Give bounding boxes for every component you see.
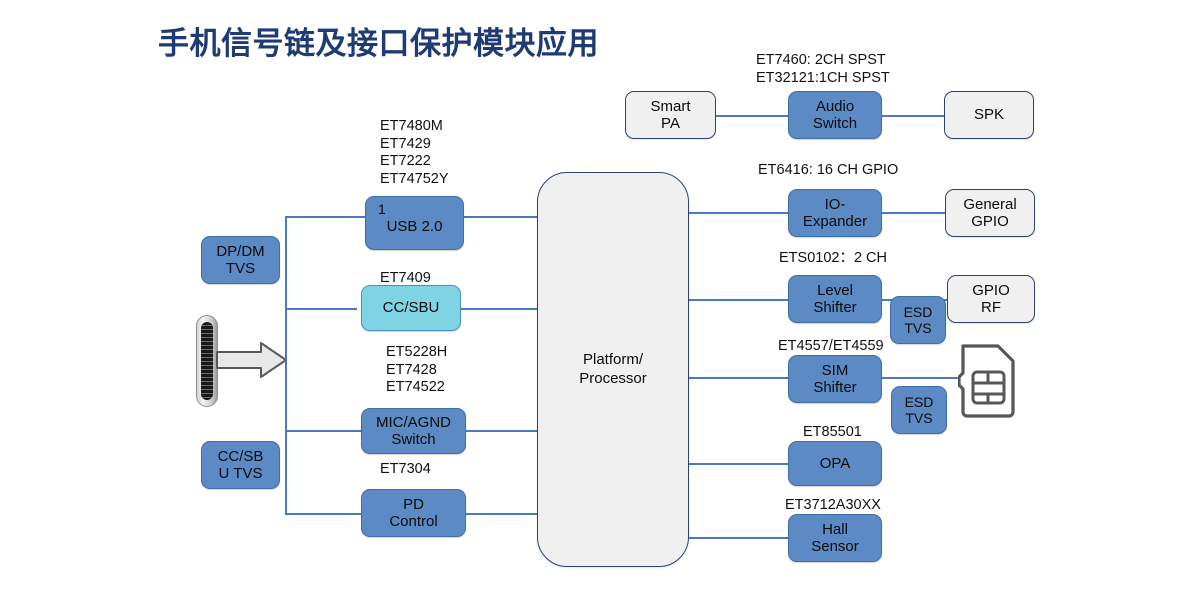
node-mic-agnd-switch-line2: Switch xyxy=(391,431,436,448)
node-opa[interactable]: OPA xyxy=(788,441,882,486)
node-esd-tvs-sim-line1: ESD xyxy=(904,393,934,410)
wire-to-cc-sbu xyxy=(285,308,357,310)
node-cc-sbu-tvs-line1: CC/SB xyxy=(217,447,264,465)
left-bus-vertical-wire xyxy=(285,216,287,514)
node-gpio-rf-line1: GPIO xyxy=(972,281,1010,299)
sim-card-icon xyxy=(958,344,1015,418)
usb-c-pins xyxy=(201,322,213,400)
node-usb20[interactable]: 1 USB 2.0 xyxy=(365,196,464,250)
node-cc-sbu-tvs-line2: U TVS xyxy=(218,465,263,482)
node-sim-shifter-line2: Shifter xyxy=(813,379,857,396)
wire-processor-to-level-shifter xyxy=(689,299,788,301)
node-cc-sbu-tvs[interactable]: CC/SB U TVS xyxy=(201,441,280,489)
caption-cc-sbu: ET7409 xyxy=(380,270,431,286)
node-general-gpio[interactable]: General GPIO xyxy=(945,189,1035,237)
node-level-shifter-line2: Shifter xyxy=(813,299,857,316)
processor-line1: Platform/ xyxy=(582,350,643,368)
node-esd-tvs-gpio-rf-line2: TVS xyxy=(904,320,932,336)
wire-to-pd-control xyxy=(285,513,361,515)
processor-line2: Processor xyxy=(579,369,647,387)
wire-processor-to-sim-shifter xyxy=(689,377,788,379)
caption-level-shifter: ETS0102：2 CH xyxy=(779,250,887,266)
node-audio-switch[interactable]: Audio Switch xyxy=(788,91,882,139)
node-smart-pa[interactable]: Smart PA xyxy=(625,91,716,139)
node-general-gpio-line1: General xyxy=(963,195,1017,213)
signal-direction-arrow-icon xyxy=(216,342,287,378)
wire-to-mic-agnd xyxy=(285,430,361,432)
node-dp-dm-tvs-line2: TVS xyxy=(225,260,256,277)
wire-processor-to-io-expander xyxy=(689,212,788,214)
node-mic-agnd-switch-line1: MIC/AGND xyxy=(376,413,451,431)
node-audio-switch-line2: Switch xyxy=(812,115,858,132)
wire-to-usb20 xyxy=(285,216,365,218)
wire-pd-control-to-processor xyxy=(466,513,537,515)
caption-audio-switch: ET7460: 2CH SPST ET32121:1CH SPST xyxy=(756,52,890,86)
caption-io-expander: ET6416: 16 CH GPIO xyxy=(758,162,899,178)
node-spk[interactable]: SPK xyxy=(944,91,1034,139)
wire-smart-pa-to-audio-switch xyxy=(716,115,788,117)
wire-mic-agnd-to-processor xyxy=(466,430,537,432)
wire-io-expander-to-general-gpio xyxy=(882,212,945,214)
node-dp-dm-tvs[interactable]: DP/DM TVS xyxy=(201,236,280,284)
node-smart-pa-line2: PA xyxy=(661,115,680,132)
node-pd-control-line1: PD xyxy=(403,495,424,513)
node-gpio-rf[interactable]: GPIO RF xyxy=(947,275,1035,323)
node-io-expander-line1: IO- xyxy=(824,195,846,213)
node-io-expander-line2: Expander xyxy=(802,213,868,230)
node-mic-agnd-switch[interactable]: MIC/AGND Switch xyxy=(361,408,466,454)
caption-opa: ET85501 xyxy=(803,424,862,440)
wire-processor-to-hall-sensor xyxy=(689,537,788,539)
node-esd-tvs-gpio-rf[interactable]: ESD TVS xyxy=(890,296,946,344)
wire-sim-shifter-to-sim-card xyxy=(882,377,962,379)
wire-cc-sbu-to-processor xyxy=(461,308,537,310)
node-hall-sensor[interactable]: Hall Sensor xyxy=(788,514,882,562)
node-cc-sbu[interactable]: CC/SBU xyxy=(361,285,461,331)
caption-pd-control: ET7304 xyxy=(380,461,431,477)
page-title: 手机信号链及接口保护模块应用 xyxy=(158,26,599,61)
node-esd-tvs-sim-line2: TVS xyxy=(905,410,933,426)
node-smart-pa-line1: Smart xyxy=(650,97,691,115)
node-sim-shifter-line1: SIM xyxy=(821,361,849,379)
node-general-gpio-line2: GPIO xyxy=(971,213,1009,230)
node-opa-label: OPA xyxy=(819,454,851,472)
node-level-shifter-line1: Level xyxy=(817,281,853,299)
wire-processor-to-opa xyxy=(689,463,788,465)
node-usb20-label: USB 2.0 xyxy=(386,218,443,236)
node-cc-sbu-label: CC/SBU xyxy=(382,299,440,317)
node-gpio-rf-line2: RF xyxy=(981,299,1001,316)
node-dp-dm-tvs-line1: DP/DM xyxy=(216,242,265,260)
node-io-expander[interactable]: IO- Expander xyxy=(788,189,882,237)
node-esd-tvs-gpio-rf-line1: ESD xyxy=(903,303,933,320)
node-sim-shifter[interactable]: SIM Shifter xyxy=(788,355,882,403)
node-hall-sensor-line1: Hall xyxy=(822,520,848,538)
node-platform-processor[interactable]: Platform/ Processor xyxy=(537,172,689,567)
caption-sim-shifter: ET4557/ET4559 xyxy=(778,338,884,354)
caption-mic-agnd-switch: ET5228H ET7428 ET74522 xyxy=(386,344,448,396)
node-spk-label: SPK xyxy=(973,106,1004,124)
node-pd-control-line2: Control xyxy=(389,513,438,530)
caption-hall-sensor: ET3712A30XX xyxy=(785,497,881,513)
node-esd-tvs-sim[interactable]: ESD TVS xyxy=(891,386,947,434)
wire-usb20-to-processor xyxy=(464,216,537,218)
node-usb20-index: 1 xyxy=(378,201,386,217)
node-hall-sensor-line2: Sensor xyxy=(811,538,859,555)
caption-usb20: ET7480M ET7429 ET7222 ET74752Y xyxy=(380,118,449,188)
node-audio-switch-line1: Audio xyxy=(815,97,855,115)
node-pd-control[interactable]: PD Control xyxy=(361,489,466,537)
node-level-shifter[interactable]: Level Shifter xyxy=(788,275,882,323)
wire-audio-switch-to-spk xyxy=(882,115,944,117)
